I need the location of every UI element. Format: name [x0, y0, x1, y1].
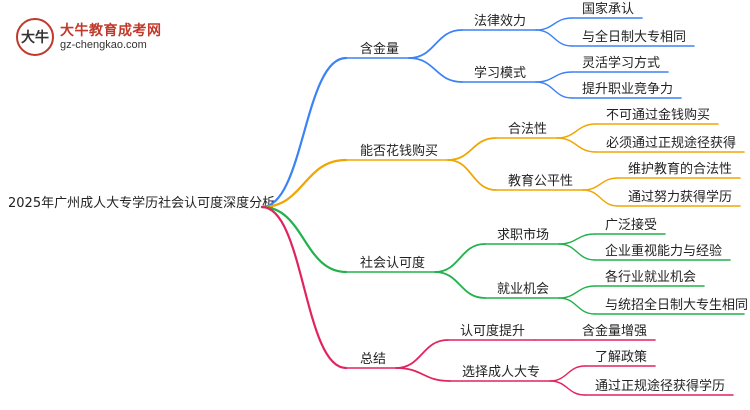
leaf-topic: 企业重视能力与经验 — [605, 243, 722, 259]
branch-topic: 总结 — [360, 352, 386, 367]
leaf-topic: 各行业就业机会 — [605, 269, 696, 285]
leaf-topic: 国家承认 — [582, 1, 634, 17]
branch-topic: 含金量 — [360, 41, 399, 57]
child-topic: 教育公平性 — [508, 173, 573, 189]
leaf-topic: 了解政策 — [595, 349, 647, 365]
leaf-connector — [549, 365, 586, 382]
child-connector — [447, 159, 497, 191]
leaf-topic: 不可通过金钱购买 — [606, 107, 710, 123]
logo-url: gz-chengkao.com — [60, 39, 147, 51]
child-connector — [395, 367, 451, 382]
leaf-connector — [558, 285, 596, 299]
child-connector — [447, 137, 497, 161]
leaf-topic: 含金量增强 — [582, 323, 647, 339]
branch-topic: 能否花钱购买 — [360, 143, 438, 159]
leaf-topic: 必须通过正规途径获得 — [606, 135, 736, 151]
leaf-connector — [535, 17, 573, 31]
leaf-connector — [558, 297, 596, 315]
child-connector — [408, 57, 463, 83]
leaf-connector — [535, 29, 573, 47]
leaf-topic: 提升职业竞争力 — [582, 81, 673, 97]
root-topic: 2025年广州成人大专学历社会认可度深度分析 — [8, 195, 275, 211]
logo-title: 大牛教育成考网 — [60, 23, 162, 39]
leaf-topic: 与统招全日制大专生相同 — [605, 297, 748, 313]
leaf-topic: 通过努力获得学历 — [628, 189, 732, 205]
leaf-topic: 广泛接受 — [605, 217, 657, 233]
branch-connector — [260, 158, 348, 209]
leaf-topic: 与全日制大专相同 — [582, 29, 686, 45]
child-topic: 法律效力 — [474, 14, 526, 29]
child-connector — [434, 271, 486, 299]
leaf-connector — [558, 233, 596, 245]
leaf-connector — [582, 189, 619, 207]
leaf-connector — [549, 380, 586, 396]
branch-connector — [260, 205, 348, 274]
leaf-connector — [556, 137, 597, 153]
child-connector — [408, 29, 463, 59]
site-logo: 大牛 大牛教育成考网 gz-chengkao.com — [16, 18, 186, 60]
leaf-topic: 灵活学习方式 — [582, 55, 660, 71]
leaf-connector — [582, 177, 619, 191]
child-topic: 学习模式 — [474, 65, 526, 81]
leaf-topic: 通过正规途径获得学历 — [595, 378, 725, 394]
leaf-connector — [535, 81, 573, 99]
child-topic: 认可度提升 — [460, 323, 525, 339]
child-topic: 选择成人大专 — [462, 365, 540, 380]
logo-mark-icon: 大牛 — [16, 18, 54, 56]
child-topic: 合法性 — [508, 122, 547, 137]
child-connector — [395, 339, 449, 369]
child-topic: 就业机会 — [497, 282, 549, 297]
child-topic: 求职市场 — [497, 227, 549, 243]
leaf-topic: 维护教育的合法性 — [628, 161, 732, 177]
leaf-connector — [535, 71, 573, 83]
leaf-connector — [558, 243, 596, 261]
leaf-connector — [556, 123, 597, 139]
branch-connector — [260, 56, 348, 209]
child-connector — [434, 243, 486, 273]
branch-connector — [260, 205, 348, 370]
branch-topic: 社会认可度 — [360, 255, 425, 271]
